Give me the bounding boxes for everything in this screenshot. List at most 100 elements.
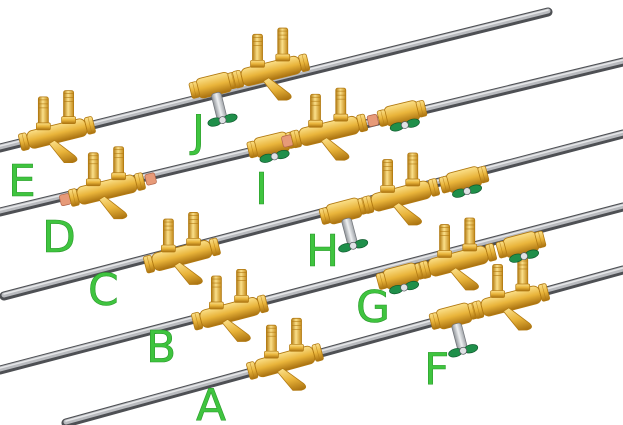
fitting-assembly-C xyxy=(143,212,221,285)
ball-valve-right-I-nut-left-flat xyxy=(380,110,385,126)
nut-right-J-flat xyxy=(301,54,307,72)
fitting-assembly-J xyxy=(188,27,311,127)
ball-valve-right-H-nut-right-flat xyxy=(481,166,486,183)
test-port-nut-H-2 xyxy=(405,178,421,187)
ball-valve-right-I-handle-nut xyxy=(400,121,409,129)
pipe-highlight-4 xyxy=(0,203,623,372)
label-I: I xyxy=(255,164,268,215)
test-port-nut-J-1 xyxy=(250,59,265,68)
strainer-pocket-A xyxy=(276,367,307,391)
strainer-pocket-B xyxy=(221,318,251,342)
nut-right-C-flat xyxy=(212,238,218,256)
nut-right-E-flat xyxy=(87,117,93,134)
label-G: G xyxy=(356,282,390,333)
strainer-pocket-H xyxy=(392,202,422,226)
fitting-assembly-E xyxy=(18,90,96,164)
test-port-nut-D-1 xyxy=(85,178,101,187)
label-J: J xyxy=(189,106,205,157)
test-port-nut-I-2 xyxy=(333,113,349,122)
ball-valve-F-nut-right-flat xyxy=(471,303,476,319)
ball-valve-right-G-nut-left-flat xyxy=(499,241,504,258)
nut-left-F-flat xyxy=(475,301,481,318)
fitting-assembly-A xyxy=(246,317,324,391)
test-port-nut-B-1 xyxy=(209,301,224,310)
pipe-highlight-3 xyxy=(1,130,623,298)
test-port-nut-E-1 xyxy=(36,122,51,131)
label-H: H xyxy=(306,226,339,277)
nut-left-B-flat xyxy=(194,312,200,330)
ball-valve-right-I-nut-right-flat xyxy=(419,100,424,117)
fitting-assembly-B xyxy=(191,269,269,342)
ball-valve-H-nut-left-flat xyxy=(322,208,328,224)
nut-left-C-flat xyxy=(146,255,152,273)
test-port-nut-J-2 xyxy=(275,53,291,62)
ball-valve-J-nut-left-flat xyxy=(192,82,197,98)
nut-right-B-flat xyxy=(260,295,266,313)
fitting-assembly-D xyxy=(59,146,157,220)
label-B: B xyxy=(146,322,176,373)
ball-valve-H-steel-cap xyxy=(341,217,358,245)
test-ports-A xyxy=(264,317,304,359)
label-A: A xyxy=(196,380,226,425)
test-port-nut-G-1 xyxy=(437,250,452,258)
test-ports-F xyxy=(490,257,531,298)
nut-left-E-flat xyxy=(21,133,27,151)
nut-left-A-flat xyxy=(249,362,255,379)
ball-valve-G-handle-nut xyxy=(400,283,408,292)
test-port-nut-C-1 xyxy=(161,244,176,253)
ball-valve-I-nut-left-flat xyxy=(250,141,255,158)
test-ports-G xyxy=(437,217,478,258)
strainer-pocket-E xyxy=(48,139,78,164)
strainer-pocket-I xyxy=(320,137,350,161)
ball-valve-H-handle-nut xyxy=(349,241,358,250)
labels-layer: A B C D E F G H I J xyxy=(8,106,450,425)
ball-valve-right-H-handle-nut xyxy=(463,187,471,196)
fitting-assembly-H xyxy=(318,152,490,253)
strainer-pocket-C xyxy=(173,261,203,285)
ball-valve-F-nut-left-flat xyxy=(432,313,438,329)
test-port-nut-A-2 xyxy=(289,343,304,352)
copper-adapter-right-D xyxy=(144,172,157,186)
ball-valve-I-handle-nut xyxy=(270,152,279,161)
nut-right-H-flat xyxy=(431,179,437,196)
test-port-nut-A-1 xyxy=(264,350,279,359)
strainer-pocket-G xyxy=(449,267,479,291)
test-port-nut-C-2 xyxy=(186,238,201,246)
test-port-nut-F-1 xyxy=(490,290,505,298)
fitting-assembly-I xyxy=(246,87,428,163)
fitting-assembly-F xyxy=(428,257,551,358)
label-E: E xyxy=(8,156,36,207)
nut-right-I-flat xyxy=(359,114,365,132)
nut-left-I-flat xyxy=(293,130,299,148)
test-ports-H xyxy=(380,152,421,193)
test-port-nut-D-2 xyxy=(111,172,126,181)
nut-right-D-flat xyxy=(137,173,143,190)
ball-valve-F-steel-cap xyxy=(451,322,468,350)
fittings-layer xyxy=(18,27,551,391)
copper-adapter-right-I xyxy=(366,113,379,127)
ball-valve-H-nut-right-flat xyxy=(361,198,366,214)
ball-valve-J-nut-right-flat xyxy=(231,72,236,89)
pipe-shine-4 xyxy=(0,204,623,369)
test-ports-J xyxy=(250,27,291,68)
test-port-nut-H-1 xyxy=(380,185,395,193)
ball-valve-right-G-handle-nut xyxy=(520,252,528,261)
nut-left-H-flat xyxy=(365,196,371,213)
ball-valve-G-nut-left-flat xyxy=(379,273,385,289)
ball-valve-right-H-nut-left-flat xyxy=(442,176,447,193)
strainer-pocket-F xyxy=(502,307,532,331)
label-C: C xyxy=(88,265,119,316)
label-D: D xyxy=(42,212,76,263)
test-port-nut-F-2 xyxy=(515,283,531,292)
test-ports-I xyxy=(308,87,349,128)
ball-valve-G-nut-right-flat xyxy=(418,263,423,279)
ball-valve-J-handle-nut xyxy=(218,116,227,124)
strainer-pocket-D xyxy=(98,195,128,220)
test-port-nut-I-1 xyxy=(308,119,323,128)
nut-right-F-flat xyxy=(541,284,547,301)
ball-valve-right-G-nut-right-flat xyxy=(538,231,543,248)
test-port-nut-B-2 xyxy=(234,295,249,303)
strainer-pocket-J xyxy=(262,77,292,101)
test-port-nut-G-2 xyxy=(462,243,478,252)
